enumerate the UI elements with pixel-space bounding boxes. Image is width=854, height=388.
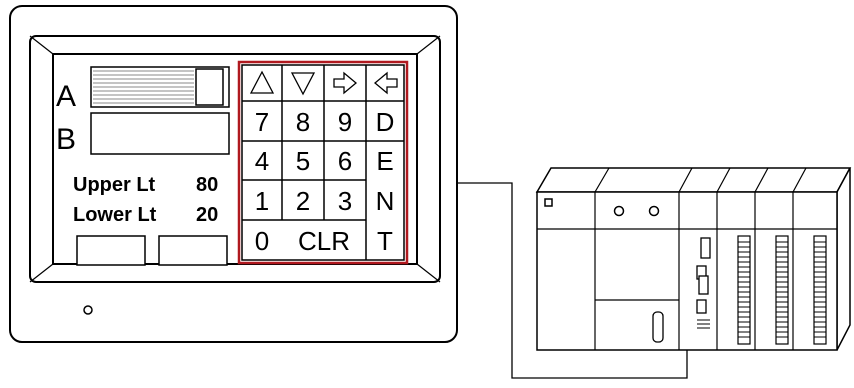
cpu-slot-icon <box>652 311 664 343</box>
key-7[interactable]: 7 <box>255 107 269 137</box>
plc-io-module-2 <box>775 235 789 345</box>
key-0[interactable]: 0 <box>255 226 269 256</box>
plc-rack <box>535 167 852 351</box>
key-4[interactable]: 4 <box>255 146 269 176</box>
enter-letter-t: T <box>377 226 393 256</box>
slider-field-a[interactable] <box>90 66 230 108</box>
key-up[interactable] <box>249 70 275 94</box>
power-indicator-icon <box>544 198 553 207</box>
key-left[interactable] <box>373 71 398 95</box>
left-arrow-icon <box>373 71 398 95</box>
key-3[interactable]: 3 <box>338 186 352 216</box>
key-right[interactable] <box>333 71 358 95</box>
upper-limit-value: 80 <box>196 174 218 196</box>
plc-cpu-module <box>595 205 679 343</box>
key-6[interactable]: 6 <box>338 146 352 176</box>
plc-front <box>536 191 838 351</box>
plc-io-module-1 <box>737 235 751 345</box>
field-label-a: A <box>56 80 76 113</box>
plc-side-face <box>836 167 851 351</box>
key-1[interactable]: 1 <box>255 186 269 216</box>
enter-letter-e: E <box>376 146 393 176</box>
enter-letter-n: N <box>376 186 395 216</box>
keypad-border <box>237 60 409 265</box>
key-delete[interactable]: D <box>376 107 395 137</box>
lower-limit-label: Lower Lt <box>73 204 157 226</box>
down-arrow-icon <box>290 72 316 96</box>
plc-power-module <box>544 198 553 207</box>
key-8[interactable]: 8 <box>296 107 310 137</box>
key-down[interactable] <box>290 72 316 96</box>
input-field-b[interactable] <box>90 112 230 155</box>
lower-limit-value: 20 <box>196 204 218 226</box>
key-clear[interactable]: CLR <box>298 226 350 256</box>
upper-limit-label: Upper Lt <box>73 174 156 196</box>
plc-io-module-3 <box>813 235 827 345</box>
cpu-led-1-icon <box>613 205 625 217</box>
key-enter[interactable]: E N T <box>376 146 395 256</box>
key-2[interactable]: 2 <box>296 186 310 216</box>
slider-thumb[interactable] <box>195 68 224 106</box>
key-9[interactable]: 9 <box>338 107 352 137</box>
field-label-b: B <box>56 123 76 156</box>
comm-port-bottom <box>698 275 709 295</box>
plc-comm-module <box>696 237 711 329</box>
key-5[interactable]: 5 <box>296 146 310 176</box>
comm-port-low <box>696 299 707 314</box>
soft-button-2[interactable] <box>158 235 228 266</box>
cpu-led-2-icon <box>648 205 660 217</box>
soft-button-1[interactable] <box>76 235 146 266</box>
keypad: 7 8 9 D 4 5 6 1 2 3 0 CLR E N T <box>237 60 409 265</box>
comm-port-top <box>700 237 711 259</box>
up-arrow-icon <box>249 70 275 94</box>
hmi-terminal: A B Upper Lt 80 Lower Lt 20 <box>9 5 458 343</box>
plc-top-face <box>535 167 852 193</box>
right-arrow-icon <box>333 71 358 95</box>
power-led-icon <box>83 305 93 315</box>
